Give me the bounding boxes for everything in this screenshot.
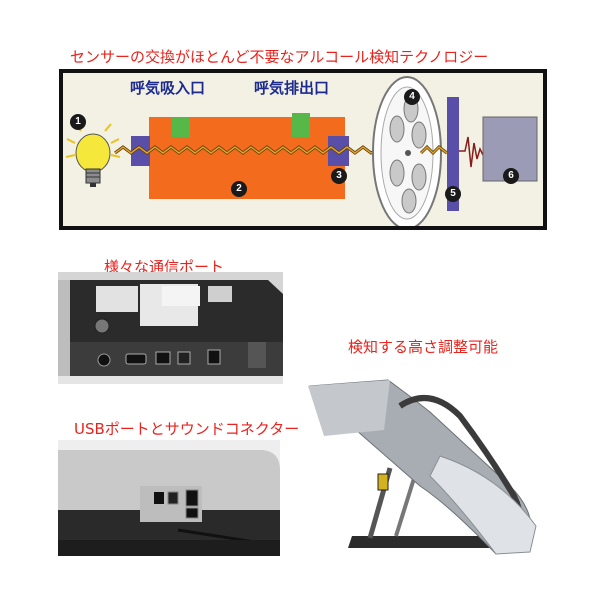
ports-caption: 様々な通信ポート [104,258,225,276]
usb-caption: USBポートとサウンドコネクター [74,420,300,438]
light-bulb-icon [65,123,121,187]
inlet-label: 呼気吸入口 [130,79,206,97]
usb-photo [58,440,280,556]
detection-diagram: 呼気吸入口 呼気排出口 1 2 3 4 5 6 [59,69,547,230]
filter-wheel [372,76,442,226]
height-caption: 検知する高さ調整可能 [348,338,499,356]
detector-bar [447,97,459,211]
inlet-vent [172,117,190,137]
step-badge-5: 5 [445,186,461,202]
step-badge-3: 3 [331,168,347,184]
ports-photo [58,272,283,384]
device-photo [300,376,558,560]
step-badge-6: 6 [503,168,519,184]
outlet-label: 呼気排出口 [254,79,330,97]
step-badge-1: 1 [70,114,86,130]
diagram-graphic [65,76,538,226]
page-title: センサーの交換がほとんど不要なアルコール検知テクノロジー [70,48,489,66]
step-badge-4: 4 [404,89,420,105]
step-badge-2: 2 [231,181,247,197]
outlet-vent [292,113,310,137]
window-left [131,136,150,166]
